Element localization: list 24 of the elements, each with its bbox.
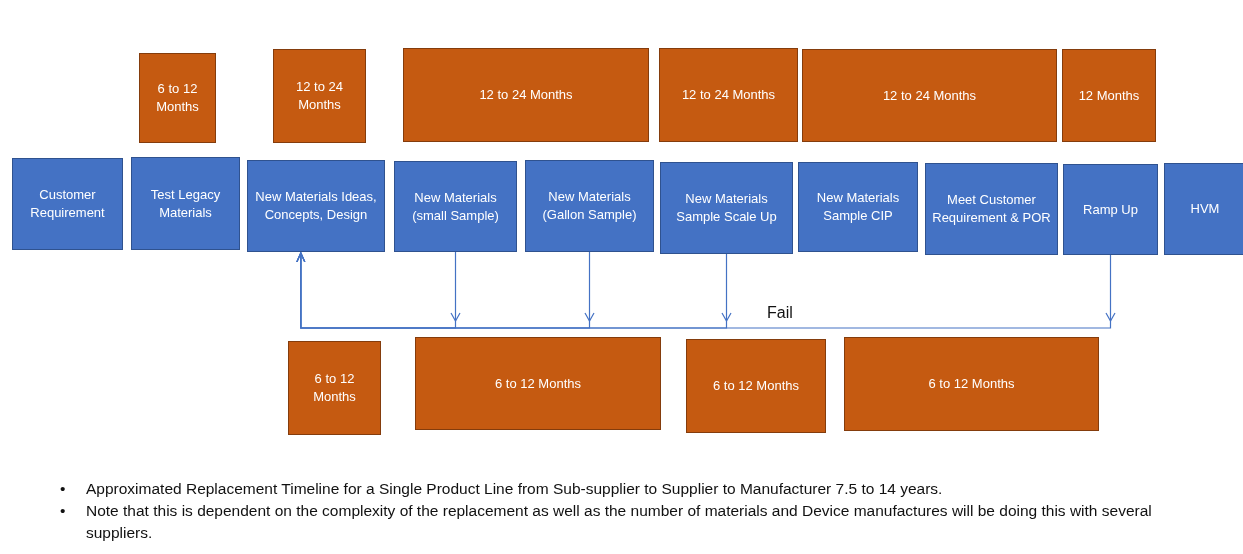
stage-box: New Materials Sample CIP [798, 162, 918, 252]
stage-box: New Materials Ideas, Concepts, Design [247, 160, 385, 252]
bullet-marker: • [60, 479, 66, 499]
duration-box: 6 to 12 Months [415, 337, 661, 430]
stage-box: New Materials Sample Scale Up [660, 162, 793, 254]
stage-box: New Materials (small Sample) [394, 161, 517, 252]
duration-box: 12 to 24 Months [273, 49, 366, 143]
bullet-note: Note that this is dependent on the complexity of the replacement as well as the number of materials and Device manufactures will be doing this with several suppliers. [86, 501, 1153, 543]
stage-box: Test Legacy Materials [131, 157, 240, 250]
stage-box: New Materials (Gallon Sample) [525, 160, 654, 252]
bullet-note: Approximated Replacement Timeline for a Single Product Line from Sub-supplier to Supplier to Manufacturer 7.5 to 14 years. [86, 479, 943, 499]
stage-box: Meet Customer Requirement & POR [925, 163, 1058, 255]
duration-box: 6 to 12 Months [139, 53, 216, 143]
stage-box: HVM [1164, 163, 1243, 255]
duration-box: 6 to 12 Months [288, 341, 381, 435]
stage-box: Customer Requirement [12, 158, 123, 250]
duration-box: 6 to 12 Months [686, 339, 826, 433]
bullet-marker: • [60, 501, 66, 521]
duration-box: 12 to 24 Months [802, 49, 1057, 142]
duration-box: 6 to 12 Months [844, 337, 1099, 431]
stage-box: Ramp Up [1063, 164, 1158, 255]
duration-box: 12 to 24 Months [659, 48, 798, 142]
duration-box: 12 Months [1062, 49, 1156, 142]
duration-box: 12 to 24 Months [403, 48, 649, 142]
